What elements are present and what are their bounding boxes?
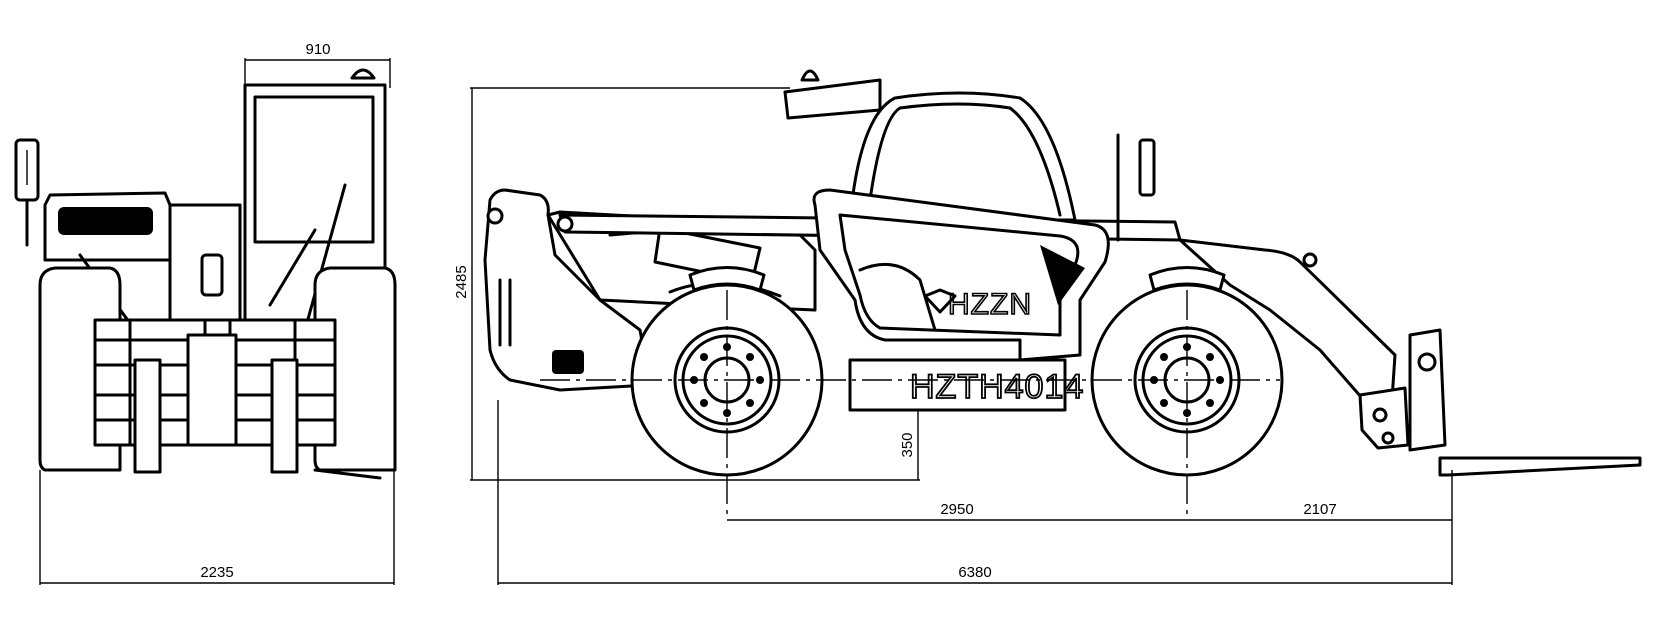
cab-width-label: 910	[305, 41, 330, 58]
dimension-wheelbase: 2950	[727, 501, 1187, 521]
overall-height-label: 2485	[453, 265, 470, 298]
fork-carriage-side	[1408, 328, 1447, 452]
rear-counterweight	[483, 188, 652, 392]
model-plate	[848, 358, 1067, 412]
front-right-fork	[270, 358, 299, 474]
side-mirror	[1138, 138, 1156, 197]
wheelbase-label: 2950	[940, 501, 973, 518]
dimension-overall-length: 6380	[497, 400, 1452, 585]
overall-width-label: 2235	[200, 564, 233, 581]
cab-side	[848, 91, 1077, 222]
ground-clearance-label: 350	[899, 432, 916, 457]
front-view	[14, 68, 397, 480]
dimension-overall-height: 2485	[453, 87, 920, 481]
dimension-cab-width: 910	[244, 41, 391, 88]
dimension-ground-clearance: 350	[870, 409, 920, 480]
brand-logo-icon	[923, 288, 957, 314]
fork-tine	[1438, 456, 1642, 477]
side-view: HZZN HZTH4014	[483, 69, 1642, 520]
front-overhang-label: 2107	[1303, 501, 1336, 518]
model-label: HZTH4014	[910, 368, 1084, 406]
overall-length-label: 6380	[958, 564, 991, 581]
dimension-front-overhang: 2107	[1187, 470, 1453, 585]
brand-logo-text: HZZN	[948, 288, 1032, 321]
front-left-fork	[133, 358, 162, 474]
dimension-overall-width: 2235	[39, 470, 395, 585]
engine-grille	[58, 207, 153, 235]
